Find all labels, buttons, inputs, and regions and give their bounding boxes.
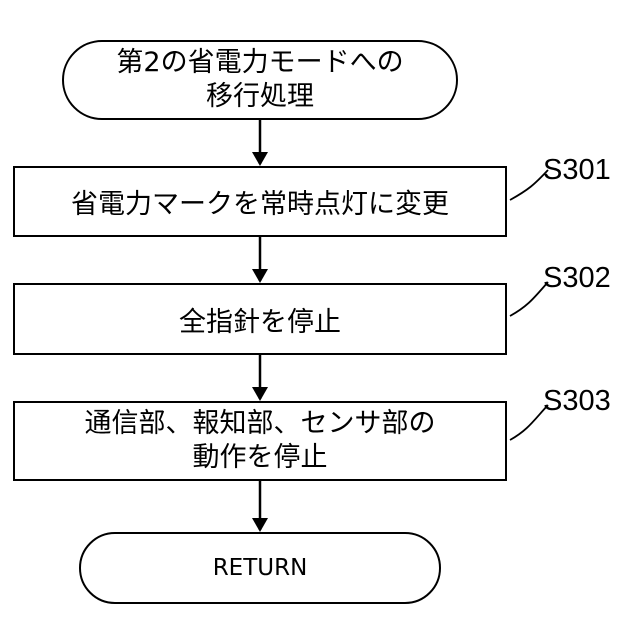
- start-text-line-2: 移行処理: [116, 80, 403, 114]
- step-label-s303: S303: [543, 385, 611, 418]
- arrowhead-s303: [252, 387, 268, 401]
- start-text-line-1: 第2の省電力モードへの: [116, 46, 403, 80]
- process-text-s301: 省電力マークを常時点灯に変更: [71, 182, 449, 221]
- process-text-s303-line-1: 通信部、報知部、センサ部の: [85, 407, 436, 441]
- process-text-s303-line-2: 動作を停止: [85, 441, 436, 475]
- process-box-s302: 全指針を停止: [13, 283, 507, 355]
- process-box-s303: 通信部、報知部、センサ部の 動作を停止: [13, 401, 507, 481]
- step-label-s301: S301: [543, 154, 611, 187]
- process-text-s302: 全指針を停止: [179, 300, 341, 339]
- return-text: RETURN: [213, 555, 308, 581]
- arrowhead-s301: [252, 152, 268, 166]
- return-terminal: RETURN: [79, 532, 441, 604]
- arrowhead-s302: [252, 269, 268, 283]
- start-terminal: 第2の省電力モードへの 移行処理: [62, 40, 458, 120]
- step-label-s302: S302: [543, 262, 611, 295]
- process-box-s301: 省電力マークを常時点灯に変更: [13, 166, 507, 237]
- arrowhead-return: [252, 518, 268, 532]
